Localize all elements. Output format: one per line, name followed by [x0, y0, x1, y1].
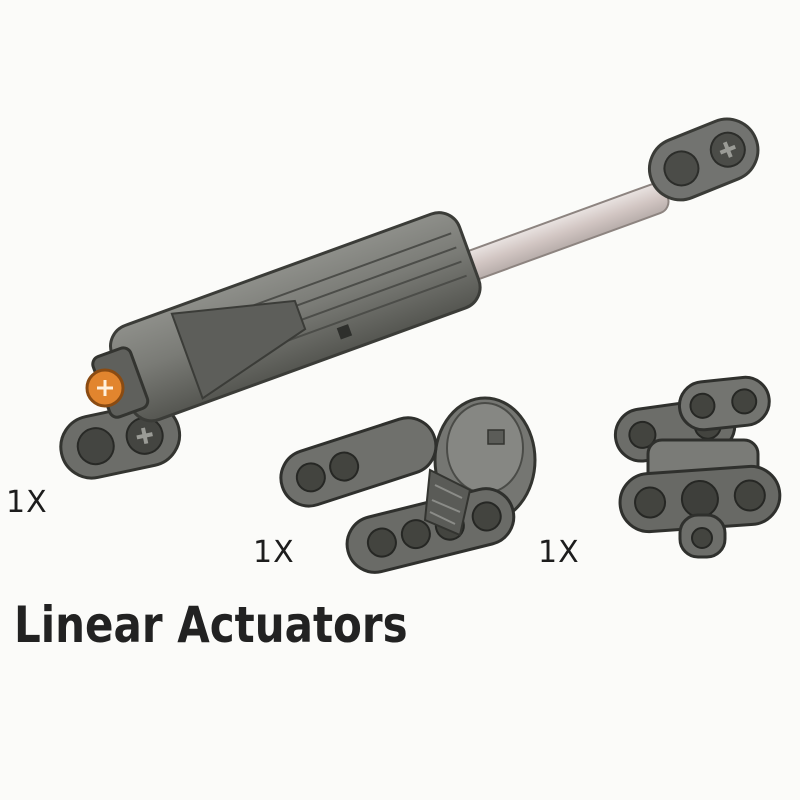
cross-connector-block	[613, 375, 782, 559]
quantity-label-linear-actuator: 1X	[6, 485, 48, 520]
actuator-holder-bracket	[279, 396, 537, 574]
top-eye-link	[648, 117, 760, 202]
quantity-label-holder-bracket: 1X	[253, 535, 295, 570]
linear-actuator	[59, 117, 760, 480]
bottom-eye-link	[59, 402, 182, 480]
actuator-cylinder	[91, 211, 482, 423]
page-title: Linear Actuators	[14, 596, 408, 654]
quantity-label-cross-connector: 1X	[538, 535, 580, 570]
